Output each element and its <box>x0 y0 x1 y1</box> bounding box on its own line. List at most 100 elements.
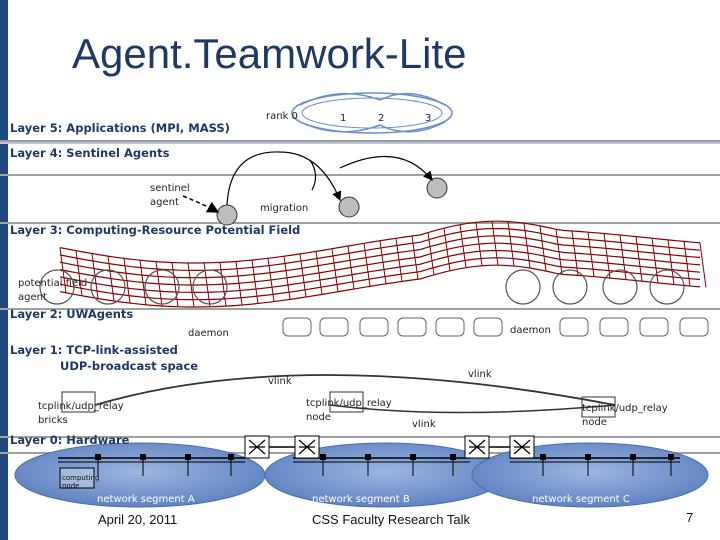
relay-node-c-label-line1: tcplink/udp_relay <box>582 403 668 414</box>
layer4-heading: Layer 4: Sentinel Agents <box>10 146 170 160</box>
mesh-rung <box>619 234 627 280</box>
daemon-row <box>282 317 709 337</box>
vlink-label-mid: vlink <box>412 419 436 430</box>
relay-node-c-label-line2: node <box>582 417 607 428</box>
mesh-line <box>59 264 701 308</box>
mesh-rung <box>187 262 195 308</box>
segment-a-label: network segment A <box>97 494 195 505</box>
mesh-rung <box>315 251 323 295</box>
computing-node-label-line2: node <box>62 482 80 490</box>
vlink-curves <box>94 374 616 414</box>
uwagent-row <box>39 269 685 305</box>
rank0-label: rank 0 <box>266 111 298 122</box>
mesh-rung <box>539 225 547 272</box>
relay-bricks-label-line1: tcplink/udp_relay <box>38 401 124 412</box>
slide-title: Agent.Teamwork-Lite <box>72 30 467 77</box>
relay-node-b-box <box>329 391 364 413</box>
mesh-rung <box>347 245 355 290</box>
mesh-rung <box>283 256 291 300</box>
mesh-rung <box>107 256 115 302</box>
mesh-line <box>59 250 701 294</box>
sentinel-label-line2: agent <box>150 197 179 208</box>
mesh-rung <box>475 222 483 266</box>
mesh-rung <box>139 260 147 305</box>
layer1-heading-line2: UDP-broadcast space <box>60 359 199 373</box>
footer-date: April 20, 2011 <box>98 512 178 527</box>
mesh-rung <box>235 261 243 306</box>
layer5-separator <box>0 140 720 143</box>
layer5-heading: Layer 5: Applications (MPI, MASS) <box>10 121 230 135</box>
layer5-separator-shadow <box>0 142 720 144</box>
mesh-rung <box>635 236 643 282</box>
layer4-separator <box>0 174 720 176</box>
mesh-rung <box>75 250 83 296</box>
mesh-rung <box>523 223 531 269</box>
segment-c-label: network segment C <box>532 494 630 505</box>
mesh-line <box>59 235 701 279</box>
rank-ring <box>291 92 453 134</box>
vlink-label-right: vlink <box>468 369 492 380</box>
mesh-rung <box>331 248 339 292</box>
network-segment-c <box>471 442 709 508</box>
footer-page-number: 7 <box>686 510 694 525</box>
mesh-rung <box>59 247 67 293</box>
mesh-rung <box>219 262 227 307</box>
potential-label-line1: potential field <box>18 278 88 289</box>
daemon-label-left: daemon <box>188 328 229 339</box>
mesh-rung <box>699 242 707 288</box>
network-segment-a <box>14 442 266 508</box>
mesh-rung <box>571 230 579 276</box>
mesh-rung <box>379 240 387 284</box>
switch-icon-ab <box>244 435 270 459</box>
mesh-rung <box>443 228 451 271</box>
layer3-heading: Layer 3: Computing-Resource Potential Fi… <box>10 223 301 237</box>
sentinel-label-line1: sentinel <box>150 183 190 194</box>
layer1-separator <box>0 436 720 438</box>
relay-node-c-box <box>581 396 616 418</box>
layer1-heading-line1: Layer 1: TCP-link-assisted <box>10 343 178 357</box>
mesh-rung <box>491 221 499 266</box>
migration-label: migration <box>260 203 309 214</box>
mesh-line <box>59 228 701 272</box>
mesh-rung <box>395 238 403 282</box>
mesh-rung <box>555 229 563 275</box>
layer3-separator <box>0 222 720 224</box>
rank1-label: 1 <box>340 113 347 124</box>
mesh-rung <box>459 224 467 268</box>
mesh-rung <box>683 241 691 287</box>
vlink-label-left: vlink <box>268 376 292 387</box>
mesh-rung <box>587 232 595 277</box>
mesh-rung <box>267 258 275 302</box>
daemon-label-right: daemon <box>510 325 551 336</box>
layer2-heading: Layer 2: UWAgents <box>10 307 134 321</box>
relay-bricks-box <box>61 391 96 413</box>
mesh-rung <box>667 239 675 285</box>
rank3-label: 3 <box>425 113 432 124</box>
footer-talk-title: CSS Faculty Research Talk <box>312 512 470 527</box>
potential-label-line2: agent <box>18 292 47 303</box>
relay-bricks-label-line2: bricks <box>38 415 68 426</box>
computing-node-box <box>59 467 95 489</box>
mesh-rung <box>427 232 435 275</box>
mesh-rung <box>507 221 515 267</box>
switch-icon-c <box>509 435 535 459</box>
relay-node-b-label-line2: node <box>306 412 331 423</box>
switch-icon-b <box>294 435 320 459</box>
mesh-rung <box>123 258 131 304</box>
rank2-label: 2 <box>378 113 385 124</box>
left-accent-bar <box>0 0 8 540</box>
computing-node-label-line1: computing <box>62 474 100 482</box>
mesh-rung <box>411 235 419 280</box>
mesh-rung <box>155 261 163 307</box>
layer2-separator <box>0 308 720 310</box>
switch-icon-bc <box>464 435 490 459</box>
mesh-rung <box>603 233 611 279</box>
sentinel-agent-tree <box>182 151 448 226</box>
layer0-heading: Layer 0: Hardware <box>10 433 130 447</box>
segment-b-label: network segment B <box>312 494 410 505</box>
mesh-rung <box>171 262 179 307</box>
relay-node-b-label-line1: tcplink/udp_relay <box>306 398 392 409</box>
mesh-line <box>59 242 701 286</box>
